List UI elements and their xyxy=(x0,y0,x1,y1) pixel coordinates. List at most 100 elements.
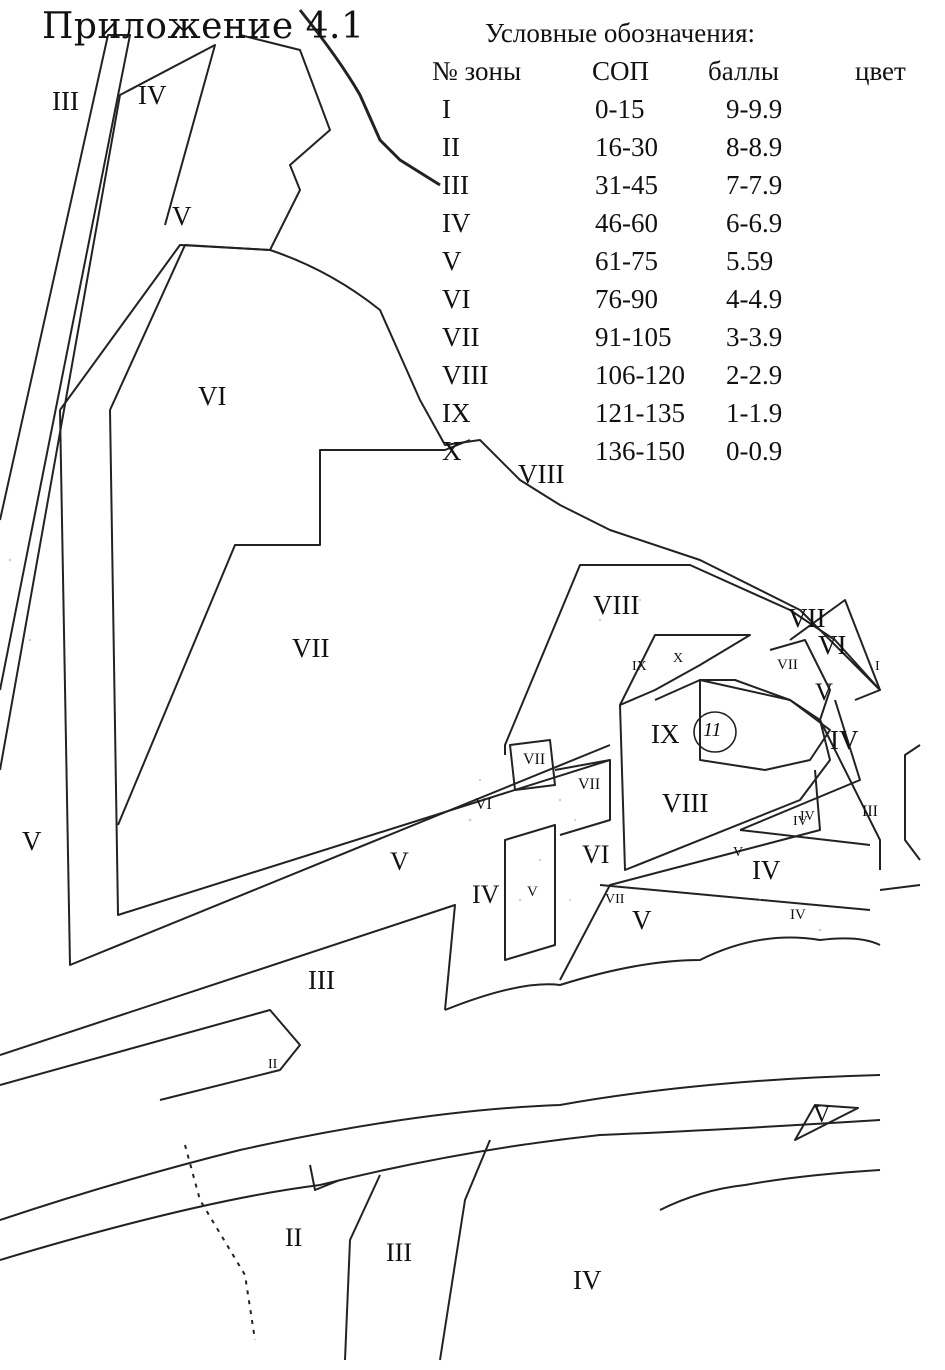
zone-label: X xyxy=(673,651,684,666)
boundary-line xyxy=(739,699,861,831)
boundary-line xyxy=(794,1104,859,1141)
river xyxy=(298,9,441,187)
legend-zone: V xyxy=(442,246,462,276)
zone-label: IV xyxy=(800,809,815,824)
river-bank xyxy=(659,1169,881,1211)
zone-label: VII xyxy=(788,603,826,633)
legend-zone: I xyxy=(442,94,451,124)
zone-label: IV xyxy=(830,725,859,755)
legend-zone: IV xyxy=(442,208,471,238)
boundary-line xyxy=(117,439,471,826)
zone-label: VII xyxy=(578,776,601,793)
boundary-line xyxy=(109,409,611,916)
boundary-line xyxy=(0,34,131,691)
zone-label: IV xyxy=(573,1265,602,1295)
boundary-line xyxy=(504,824,556,961)
legend-header-score: баллы xyxy=(708,56,780,86)
legend-row: IX 121-135 1-1.9 xyxy=(430,398,945,432)
legend-zone: III xyxy=(442,170,469,200)
zone-label: VI xyxy=(582,840,610,869)
zone-label: II xyxy=(268,1057,278,1072)
zone-label: IX xyxy=(651,719,680,749)
legend-header-zone: № зоны xyxy=(432,56,522,86)
zone-label: VI xyxy=(198,381,227,411)
boundary-line xyxy=(789,599,881,701)
legend-row: VII 91-105 3-3.9 xyxy=(430,322,945,356)
zone-label: III xyxy=(308,965,335,995)
boundary-line xyxy=(0,1009,301,1101)
legend-score: 3-3.9 xyxy=(726,322,783,352)
legend-score: 2-2.9 xyxy=(726,360,783,390)
zone-label: V xyxy=(815,679,834,706)
zone-label: II xyxy=(285,1223,303,1252)
zone-label: VII xyxy=(777,657,798,673)
zone-label: V xyxy=(527,884,538,900)
zone-label: VI xyxy=(818,630,847,660)
boundary-line xyxy=(59,409,611,966)
zone-label: IX xyxy=(632,659,647,674)
boundary-line xyxy=(699,679,831,771)
legend-title: Условные обозначения: xyxy=(485,18,756,48)
boundary-line xyxy=(0,904,456,1056)
boundary-line xyxy=(819,719,881,870)
zone-label: III xyxy=(862,803,878,820)
stipple-shading xyxy=(8,558,822,932)
zone-label: V xyxy=(390,847,409,876)
legend-score: 6-6.9 xyxy=(726,208,783,238)
boundary-line xyxy=(184,1144,256,1341)
zone-label: VII xyxy=(605,892,625,907)
legend-sop: 46-60 xyxy=(595,208,658,238)
legend-header-sop: СОП xyxy=(592,56,650,86)
legend-score: 7-7.9 xyxy=(726,170,783,200)
zone-label: V xyxy=(813,1102,831,1128)
boundary-line xyxy=(109,244,271,411)
legend-zone: IX xyxy=(442,398,471,428)
zone-label: IV xyxy=(793,814,808,829)
legend-score: 8-8.9 xyxy=(726,132,783,162)
legend-sop: 0-15 xyxy=(595,94,645,124)
boundary-line xyxy=(444,936,881,1011)
boundary-line xyxy=(739,829,871,846)
boundary-line xyxy=(559,769,821,981)
site-marker-circle xyxy=(693,711,737,753)
legend-zone: VIII xyxy=(442,360,489,390)
boundary-line xyxy=(619,634,751,706)
legend-header-color: цвет xyxy=(855,56,906,86)
legend-sop: 91-105 xyxy=(595,322,672,352)
zone-label: V xyxy=(733,845,744,860)
zone-label: VIII xyxy=(593,590,640,620)
legend-score: 5.59 xyxy=(726,246,774,276)
legend-sop: 121-135 xyxy=(595,398,685,428)
legend-zone: VI xyxy=(442,284,471,314)
zone-label: III xyxy=(386,1238,412,1267)
zone-label: IV xyxy=(790,907,806,923)
legend-header: № зоны СОП баллы цвет xyxy=(430,56,945,90)
zone-label: VIII xyxy=(518,459,565,489)
legend-sop: 136-150 xyxy=(595,436,685,466)
zone-label: VII xyxy=(292,633,330,663)
boundary-line xyxy=(599,884,871,911)
legend-score: 1-1.9 xyxy=(726,398,783,428)
boundary-line xyxy=(309,1164,341,1191)
boundary-line xyxy=(439,1139,491,1361)
legend-zone: VII xyxy=(442,322,480,352)
site-marker-label: 11 xyxy=(703,719,722,741)
zone-label: III xyxy=(52,86,79,116)
zone-label: V xyxy=(22,826,42,856)
boundary-line xyxy=(59,34,331,411)
zone-label: VIII xyxy=(662,788,709,818)
zone-label: I xyxy=(875,659,880,674)
boundary-line xyxy=(509,739,556,791)
boundary-line xyxy=(504,564,881,755)
zone-label: IV xyxy=(752,855,781,885)
legend-sop: 16-30 xyxy=(595,132,658,162)
boundary-line xyxy=(0,44,216,771)
